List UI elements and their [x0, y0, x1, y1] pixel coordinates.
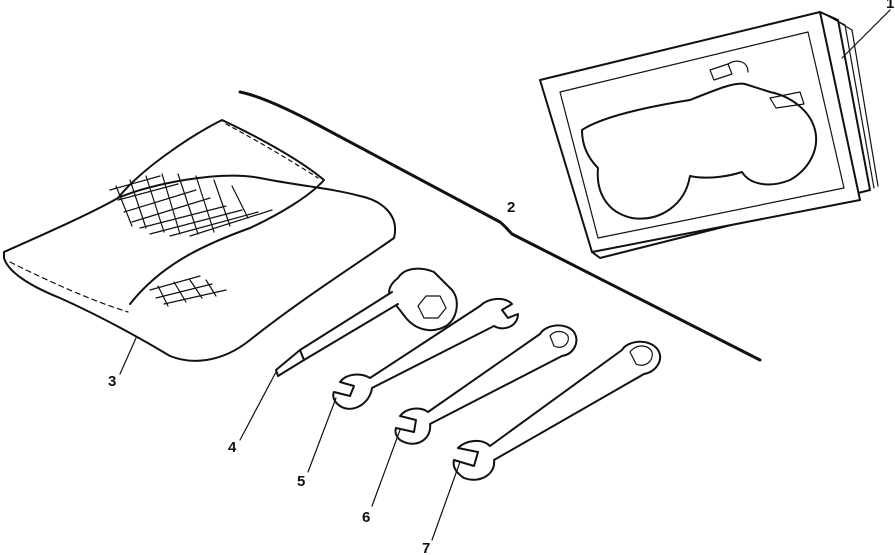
wrench-medium-illustration	[394, 324, 578, 445]
callout-4: 4	[228, 439, 237, 456]
divider-line-illustration	[238, 90, 762, 362]
callout-3: 3	[108, 373, 116, 390]
tool-bag-illustration	[3, 119, 397, 362]
callout-labels: 1 2 3 4 5 6 7	[108, 0, 894, 555]
leader-lines	[119, 9, 891, 541]
wrench-small-illustration	[332, 298, 519, 410]
callout-2: 2	[507, 199, 515, 216]
owners-manual-illustration	[539, 11, 879, 259]
callout-6: 6	[362, 509, 370, 526]
callout-1: 1	[886, 0, 894, 12]
wrench-large-illustration	[452, 340, 662, 481]
plug-wrench-illustration	[275, 267, 458, 377]
callout-7: 7	[422, 540, 430, 555]
callout-5: 5	[297, 473, 305, 490]
